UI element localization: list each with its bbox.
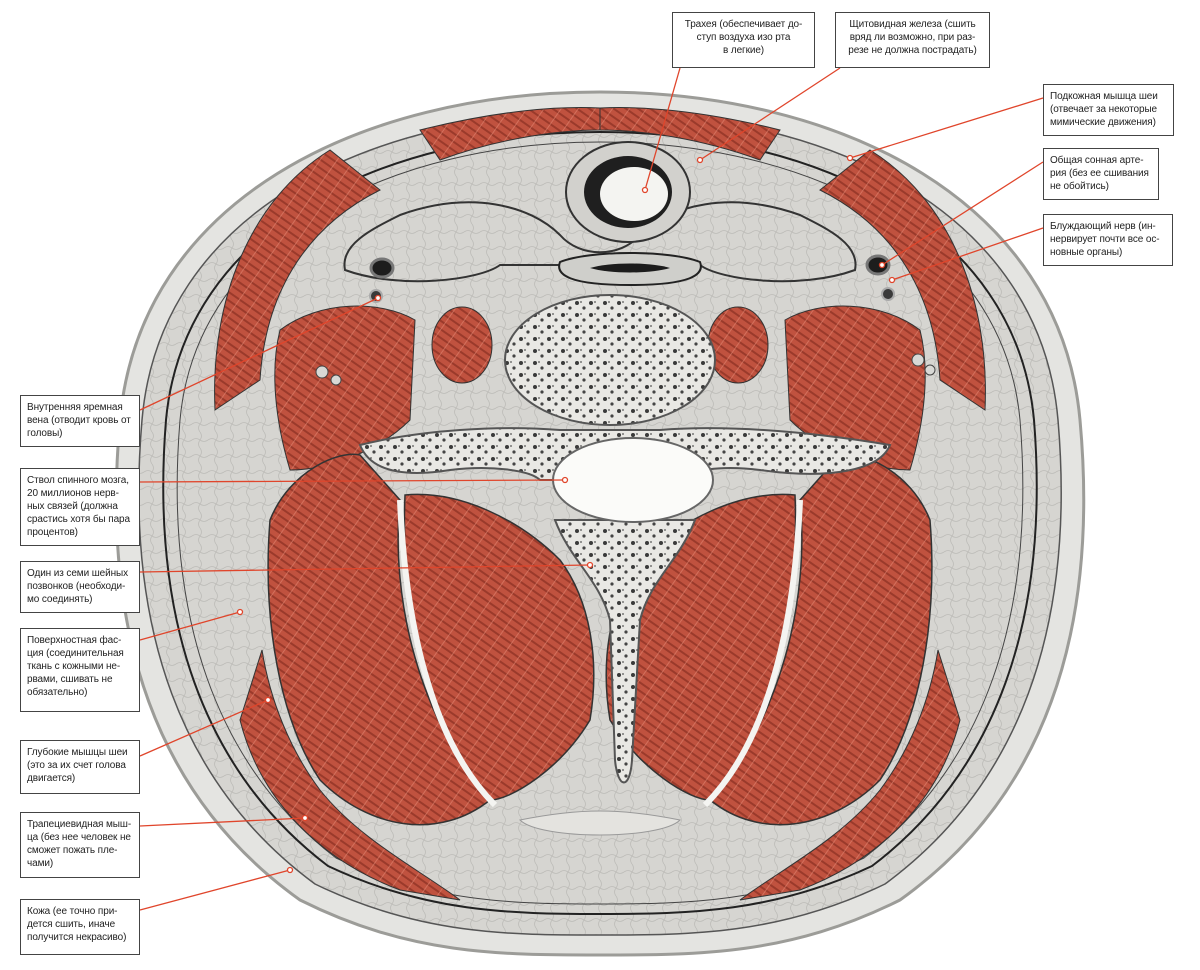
callout-vertebra: Один из семи шейных позвонков (необходи-… [20, 561, 140, 613]
vagus-nerve-right [881, 287, 895, 301]
nuchal-ligament [518, 810, 682, 836]
pointer-vagus-dot [888, 276, 896, 284]
callout-spinal-cord: Ствол спинного мозга, 20 миллионов нерв-… [20, 468, 140, 546]
callout-fascia: Поверхностная фас- ция (соединительная т… [20, 628, 140, 712]
pointer-skin-dot [286, 866, 294, 874]
pointer-jugular-dot [374, 294, 382, 302]
pointer-jugular [139, 297, 379, 411]
callout-skin: Кожа (ее точно при- дется сшить, иначе п… [20, 899, 140, 955]
pointer-carotid-dot [878, 261, 886, 269]
vessel-right-b [924, 364, 936, 376]
callout-trachea: Трахея (обеспечивает до- ступ воздуха из… [672, 12, 815, 68]
callout-jugular: Внутренняя яремная вена (отводит кровь о… [20, 395, 140, 447]
pointer-spinal-cord [139, 479, 566, 483]
longus-colli-right [707, 306, 769, 384]
callout-trapezius: Трапециевидная мыш- ца (без нее человек … [20, 812, 140, 878]
superficial-fascia-line [162, 130, 1038, 916]
platysma-muscle-right [819, 149, 986, 411]
pointer-deep-muscles [139, 699, 269, 757]
pointer-spinal-cord-dot [561, 476, 569, 484]
vessel-left-b [330, 374, 342, 386]
callout-carotid: Общая сонная арте- рия (без ее сшивания … [1043, 148, 1159, 200]
pointer-trachea [644, 67, 681, 191]
pointer-trachea-dot [641, 186, 649, 194]
longus-colli-left [431, 306, 493, 384]
platysma-muscle-left [214, 149, 381, 411]
superficial-fascia-line-inner [176, 141, 1024, 905]
callout-deep-muscles: Глубокие мышцы шеи (это за их счет голов… [20, 740, 140, 794]
spinal-cord [552, 437, 714, 523]
pointer-thyroid-dot [696, 156, 704, 164]
callout-platysma: Подкожная мышца шеи (отвечает за некотор… [1043, 84, 1174, 136]
pointer-deep-muscles-dot [264, 696, 272, 704]
pointer-carotid [881, 161, 1044, 266]
vessel-right-a [911, 353, 925, 367]
upper-neck-muscle-right [599, 107, 781, 161]
pointer-trapezius [139, 817, 306, 827]
spinous-process [553, 519, 697, 784]
pointer-vagus [891, 227, 1044, 281]
pointer-platysma [849, 97, 1044, 159]
pointer-thyroid [699, 67, 841, 161]
trachea-lumen [600, 167, 668, 221]
pointer-fascia [139, 611, 241, 641]
esophagus-lumen [590, 263, 670, 273]
thyroid-gland [343, 201, 857, 283]
pointer-trapezius-dot [301, 814, 309, 822]
vessel-left-a [315, 365, 329, 379]
callout-vagus: Блуждающий нерв (ин- нервирует почти все… [1043, 214, 1173, 266]
pointer-fascia-dot [236, 608, 244, 616]
pointer-skin [139, 869, 291, 911]
pointer-vertebra-dot [586, 561, 594, 569]
carotid-artery-left [369, 257, 395, 279]
vertebral-body [504, 294, 716, 426]
callout-thyroid: Щитовидная железа (сшить вряд ли возможн… [835, 12, 990, 68]
callout-pointers [139, 67, 1044, 911]
pointer-platysma-dot [846, 154, 854, 162]
pointer-vertebra [139, 564, 591, 573]
carotid-artery-right [865, 254, 891, 276]
fascia-separator-right [702, 499, 803, 808]
fascia-separator-left [397, 499, 498, 808]
trapezius-muscle-right [739, 649, 961, 901]
